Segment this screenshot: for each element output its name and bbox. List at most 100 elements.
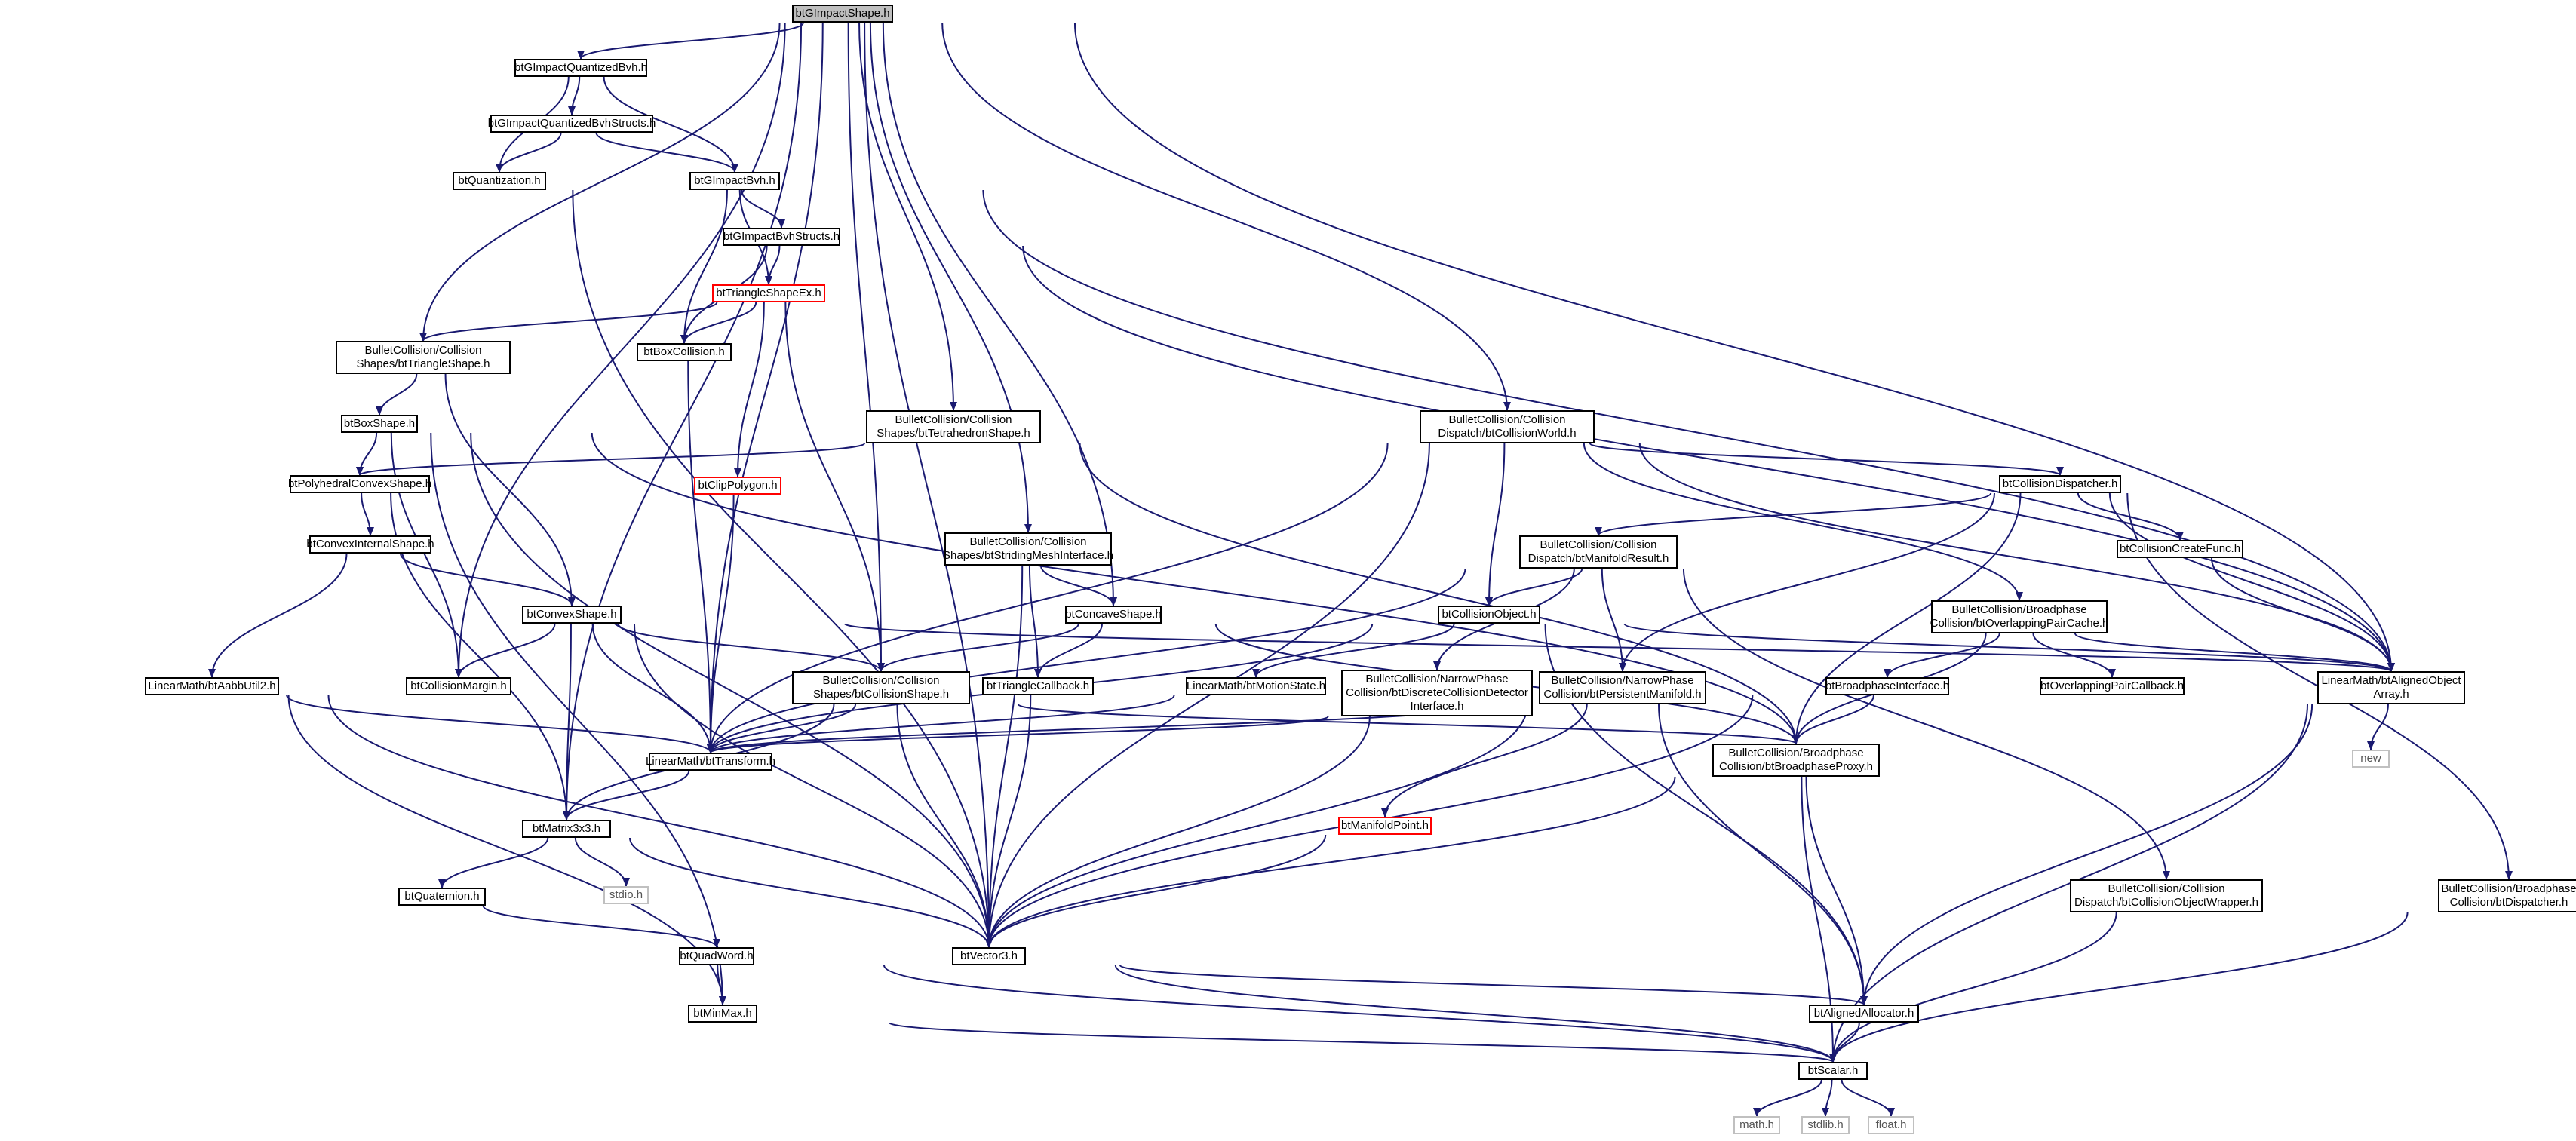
graph-node-transform[interactable]: LinearMath/btTransform.h xyxy=(646,753,775,771)
graph-node-strid[interactable]: BulletCollision/Collision Shapes/btStrid… xyxy=(943,532,1113,566)
edge-matrix-to-quat xyxy=(438,837,549,888)
graph-node-bpproxy[interactable]: BulletCollision/Broadphase Collision/btB… xyxy=(1712,744,1880,777)
graph-node-scalar[interactable]: btScalar.h xyxy=(1798,1062,1868,1080)
edge-convint-to-aabb xyxy=(208,553,348,678)
graph-node-quadword[interactable]: btQuadWord.h xyxy=(679,947,754,965)
graph-node-boxshape[interactable]: btBoxShape.h xyxy=(341,415,418,433)
graph-node-gbvh[interactable]: btGImpactBvh.h xyxy=(689,172,780,190)
edge-wrapper-to-scalar xyxy=(1829,912,2117,1063)
graph-node-minmax[interactable]: btMinMax.h xyxy=(688,1005,757,1023)
edge-root-to-tetra xyxy=(858,22,957,411)
graph-node-persist[interactable]: BulletCollision/NarrowPhase Collision/bt… xyxy=(1539,671,1706,704)
edge-root-to-concave xyxy=(882,22,1117,606)
graph-node-concave[interactable]: btConcaveShape.h xyxy=(1065,606,1162,624)
graph-node-tricb[interactable]: btTriangleCallback.h xyxy=(982,677,1094,695)
edge-trishape-to-convex xyxy=(444,373,576,606)
edge-layer xyxy=(208,22,2513,1117)
edge-quant-to-vector xyxy=(572,189,993,948)
graph-node-vector[interactable]: btVector3.h xyxy=(952,947,1026,965)
edge-matrix-to-stdio xyxy=(574,837,630,887)
graph-node-coldisp[interactable]: btCollisionDispatcher.h xyxy=(1999,475,2121,493)
graph-node-colobj[interactable]: btCollisionObject.h xyxy=(1438,606,1540,624)
edge-matrix-to-vector xyxy=(629,837,993,948)
graph-node-manpoint[interactable]: btManifoldPoint.h xyxy=(1338,817,1432,835)
edge-trishex-to-colshape xyxy=(784,302,885,672)
edge-root-to-matrix xyxy=(563,22,803,820)
graph-node-discrete[interactable]: BulletCollision/NarrowPhase Collision/bt… xyxy=(1341,670,1533,716)
graph-node-colshape[interactable]: BulletCollision/Collision Shapes/btColli… xyxy=(792,671,970,704)
edge-root-to-trishape xyxy=(419,22,781,342)
graph-node-alalloc[interactable]: btAlignedAllocator.h xyxy=(1809,1005,1919,1023)
graph-node-boxcol[interactable]: btBoxCollision.h xyxy=(637,343,732,361)
graph-node-quat[interactable]: btQuaternion.h xyxy=(398,888,486,906)
graph-node-convex[interactable]: btConvexShape.h xyxy=(522,606,622,624)
edge-colworld-to-overcache xyxy=(1583,443,2023,601)
graph-node-dispatcher[interactable]: BulletCollision/Broadphase Collision/btD… xyxy=(2438,879,2576,912)
edge-aabb-to-vector xyxy=(327,695,993,948)
edge-colshape-to-transform xyxy=(707,704,857,753)
edge-concave-to-colshape xyxy=(877,623,1079,672)
graph-node-convint[interactable]: btConvexInternalShape.h xyxy=(306,535,434,554)
graph-node-margin[interactable]: btCollisionMargin.h xyxy=(406,677,511,695)
graph-node-qbvh[interactable]: btGImpactQuantizedBvh.h xyxy=(514,59,647,77)
edge-colshape-to-bpproxy xyxy=(1017,704,1800,744)
edge-scalar-to-stdlib xyxy=(1822,1079,1833,1117)
graph-node-matrix[interactable]: btMatrix3x3.h xyxy=(522,820,611,838)
edge-overcache-to-alarray xyxy=(2074,633,2395,672)
graph-node-createfunc[interactable]: btCollisionCreateFunc.h xyxy=(2117,540,2243,558)
edge-quat-to-quadword xyxy=(482,905,720,948)
graph-node-tetra[interactable]: BulletCollision/Collision Shapes/btTetra… xyxy=(866,410,1041,443)
edge-qbvh-to-gbvh xyxy=(603,76,738,173)
graph-node-clippoly[interactable]: btClipPolygon.h xyxy=(694,477,781,495)
graph-node-alarray[interactable]: LinearMath/btAlignedObject Array.h xyxy=(2317,671,2465,704)
graph-node-polyconvex[interactable]: btPolyhedralConvexShape.h xyxy=(288,475,431,493)
edge-boxshape-to-vector xyxy=(470,432,993,948)
graph-node-trishape[interactable]: BulletCollision/Collision Shapes/btTrian… xyxy=(336,341,511,374)
edge-colworld-to-colobj xyxy=(1485,443,1506,606)
edge-createfunc-to-alarray xyxy=(2211,557,2395,672)
edge-bpiface-to-bpproxy xyxy=(1792,695,1874,744)
edge-coldisp-to-manres xyxy=(1595,492,1992,536)
edge-scalar-to-float xyxy=(1841,1079,1895,1117)
graph-node-bpiface[interactable]: btBroadphaseInterface.h xyxy=(1825,677,1949,695)
graph-node-stdlib: stdlib.h xyxy=(1801,1116,1850,1134)
graph-node-aabb[interactable]: LinearMath/btAabbUtil2.h xyxy=(145,677,279,695)
graph-node-stdio: stdio.h xyxy=(603,886,649,904)
graph-node-root[interactable]: btGImpactShape.h xyxy=(792,5,893,23)
edge-trishex-to-clippoly xyxy=(734,302,765,477)
edge-colworld-to-alarray xyxy=(1638,443,2395,672)
graph-node-trishex[interactable]: btTriangleShapeEx.h xyxy=(712,284,825,302)
edge-vector-to-alalloc xyxy=(1119,965,1868,1005)
graph-node-quant[interactable]: btQuantization.h xyxy=(453,172,546,190)
edge-convex-to-colshape xyxy=(617,623,885,672)
edge-boxshape-to-margin xyxy=(390,432,462,678)
edge-root-to-strid xyxy=(869,22,1032,533)
graph-node-manres[interactable]: BulletCollision/Collision Dispatch/btMan… xyxy=(1519,535,1678,569)
graph-node-colworld[interactable]: BulletCollision/Collision Dispatch/btCol… xyxy=(1420,410,1595,443)
edge-aabb-to-minmax xyxy=(287,695,726,1005)
graph-node-gbvhs[interactable]: btGImpactBvhStructs.h xyxy=(723,228,840,246)
graph-node-motion[interactable]: LinearMath/btMotionState.h xyxy=(1186,677,1326,695)
edge-qbvhs-to-quant xyxy=(496,132,562,173)
edge-coldisp-to-bpproxy xyxy=(1792,492,2022,744)
edge-transform-to-matrix xyxy=(563,770,690,820)
graph-node-overcb[interactable]: btOverlappingPairCallback.h xyxy=(2040,677,2185,695)
edge-persist-to-vector xyxy=(985,704,1528,948)
graph-node-qbvhs[interactable]: btGImpactQuantizedBvhStructs.h xyxy=(488,115,656,133)
edge-boxshape-to-minmax xyxy=(430,432,726,1005)
edge-trishape-to-boxshape xyxy=(376,373,418,416)
edge-motion-to-transform xyxy=(707,695,1175,753)
graph-node-wrapper[interactable]: BulletCollision/Collision Dispatch/btCol… xyxy=(2070,879,2263,912)
edge-scalar-to-math xyxy=(1753,1079,1822,1117)
edge-colobj-to-alarray xyxy=(1623,623,2395,672)
edge-root-to-alarray xyxy=(1073,22,2395,672)
edge-root-to-qbvh xyxy=(577,22,804,60)
edge-strid-to-tricb xyxy=(1028,565,1042,678)
edge-polyconvex-to-convint xyxy=(361,492,374,536)
edge-convex-to-margin xyxy=(455,623,556,678)
edge-qbvhs-to-gbvh xyxy=(595,132,738,173)
edge-manres-to-persist xyxy=(1601,568,1626,672)
edge-gbvh-to-alarray xyxy=(982,189,2395,672)
graph-node-overcache[interactable]: BulletCollision/Broadphase Collision/btO… xyxy=(1930,600,2108,633)
